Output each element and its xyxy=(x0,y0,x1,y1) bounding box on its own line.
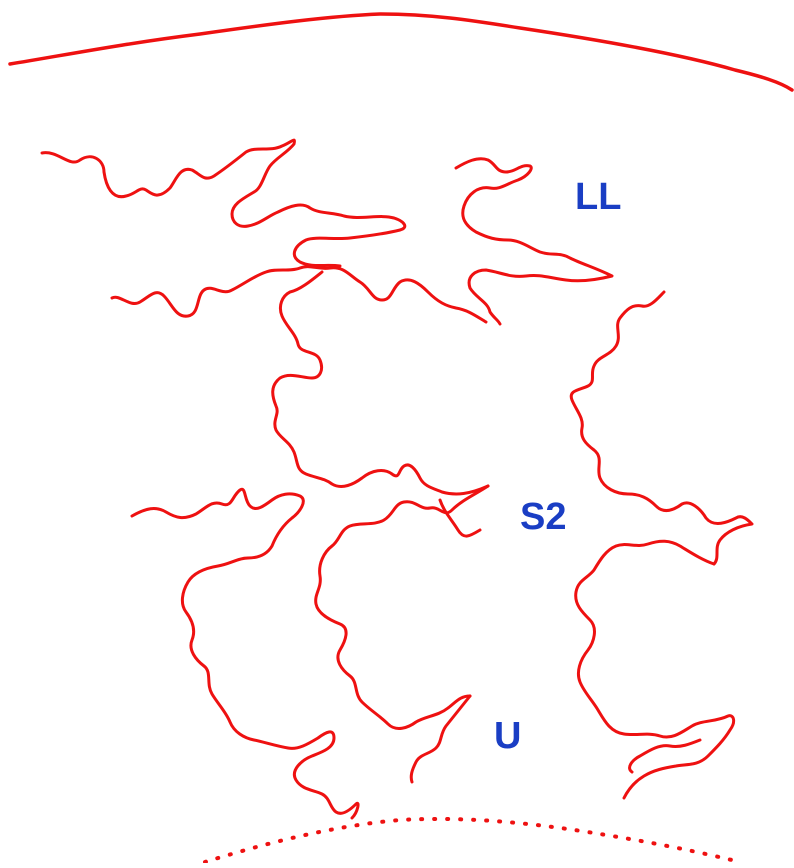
label-s2: S2 xyxy=(520,496,567,538)
wavy-line-upper-right xyxy=(454,157,614,326)
central-outline-body xyxy=(271,270,490,496)
wavy-line-lower-left xyxy=(130,487,360,820)
right-outline-middle xyxy=(628,738,702,774)
right-outline-upper xyxy=(569,290,754,566)
loop-lower-left xyxy=(438,498,482,538)
wavy-line-upper-left xyxy=(40,138,407,268)
right-outline-lower xyxy=(574,539,736,800)
bottom-dotted-arc xyxy=(203,816,742,864)
central-outline-lower xyxy=(314,484,490,730)
label-ll: LL xyxy=(575,176,622,218)
label-u: U xyxy=(494,715,522,757)
top-boundary-arc xyxy=(8,12,794,92)
wavy-line-bottom-middle xyxy=(409,694,472,784)
central-outline-upper xyxy=(110,265,488,324)
